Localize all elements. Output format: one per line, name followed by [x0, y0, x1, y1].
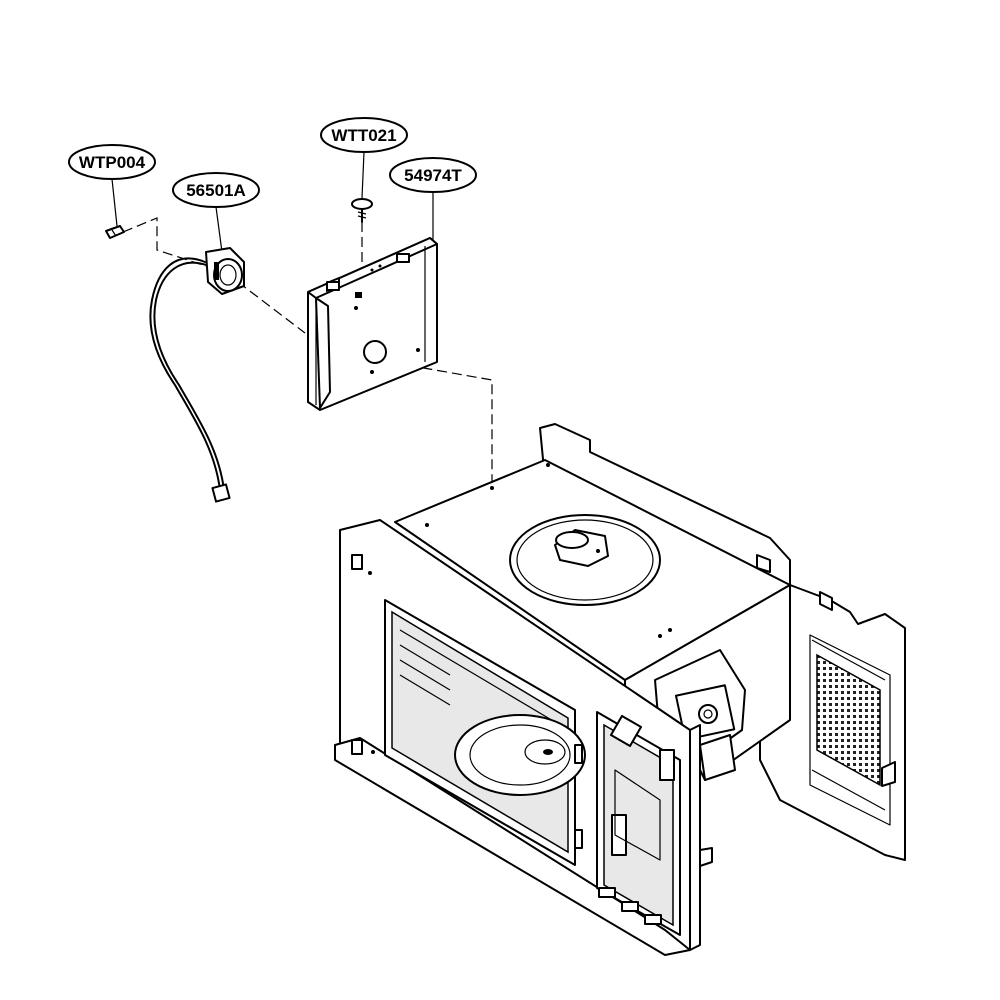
screw-wtt021[interactable]	[351, 198, 373, 223]
callout-wtp004-label: WTP004	[79, 153, 146, 172]
sensor-56501a[interactable]	[149, 247, 245, 503]
callout-54974t[interactable]: 54974T	[389, 157, 477, 240]
callout-wtp004[interactable]: WTP004	[68, 144, 156, 227]
bracket-54974t[interactable]	[307, 237, 438, 411]
callout-54974t-label: 54974T	[404, 166, 462, 185]
screw-wtp004[interactable]	[105, 225, 125, 239]
callout-56501a[interactable]: 56501A	[172, 172, 260, 253]
cavity-assembly	[334, 423, 906, 956]
callout-56501a-label: 56501A	[186, 181, 246, 200]
callout-wtt021-label: WTT021	[331, 126, 396, 145]
callout-wtt021[interactable]: WTT021	[320, 117, 408, 199]
